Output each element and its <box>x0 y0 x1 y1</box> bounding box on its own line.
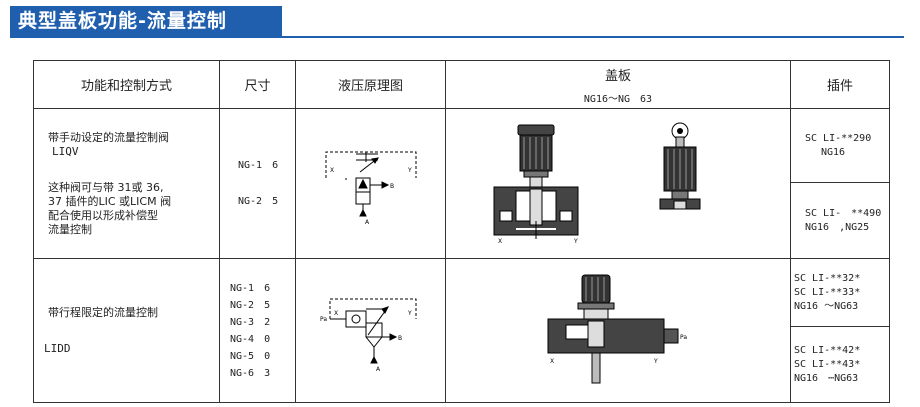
port-a-label: A <box>365 219 370 226</box>
table-header-row: 功能和控制方式 尺寸 液压原理图 盖板 NG16～NG 63 插件 <box>33 60 890 109</box>
port-x-label: X <box>330 167 334 174</box>
insert-line: NG16 ～NG63 <box>794 300 859 312</box>
port-b-label: B <box>398 335 402 342</box>
function-cell: 带行程限定的流量控制 LIDD <box>33 258 220 403</box>
port-y-label: Y <box>407 310 412 317</box>
insert-line: SC LI-**290 <box>805 132 872 144</box>
cover-port-y: Y <box>653 358 658 365</box>
port-a-label: A <box>376 366 381 373</box>
header-schematic: 液压原理图 <box>295 60 446 109</box>
header-insert: 插件 <box>790 60 890 109</box>
port-b-label: B <box>390 183 394 190</box>
size-item: NG-6 3 <box>230 367 271 379</box>
title-underline <box>10 36 904 38</box>
cover-plate-drawing-liqv: X Y <box>493 122 701 245</box>
size-item: NG-2 5 <box>238 195 279 207</box>
cover-port-pa: Pa <box>680 334 687 341</box>
cover-plate-drawing-lidd: X Y Pa <box>547 274 687 383</box>
size-item: NG-4 0 <box>230 333 271 345</box>
function-cell: 带手动设定的流量控制阀 LIQV 这种阀可与带 31或 36, 37 插件的LI… <box>33 108 220 259</box>
port-x-label: X <box>334 310 338 317</box>
insert-line: SC LI-**43* <box>794 358 861 370</box>
size-cell: NG-1 6 NG-2 5 NG-3 2 NG-4 0 NG-5 0 NG-6 … <box>219 258 296 403</box>
table-row: SC LI- **490 NG16 ,NG25 <box>34 182 890 259</box>
insert-cell: SC LI-**42* SC LI-**43* NG16 ⋯NG63 <box>790 326 890 403</box>
port-y-label: Y <box>407 167 412 174</box>
insert-line: SC LI-**33* <box>794 286 861 298</box>
size-item: NG-3 2 <box>230 316 271 328</box>
table-row: SC LI-**42* SC LI-**43* NG16 ⋯NG63 <box>34 326 890 403</box>
insert-line: NG16 ⋯NG63 <box>794 372 859 384</box>
function-note-line: 流量控制 <box>48 222 92 236</box>
function-code: LIDD <box>44 341 71 355</box>
hydraulic-schematic-liqv: X Y B A <box>325 151 416 226</box>
function-title: 带行程限定的流量控制 <box>48 305 158 319</box>
cover-section-left: X Y <box>493 124 579 245</box>
header-size: 尺寸 <box>219 60 296 109</box>
cover-port-y: Y <box>573 238 578 245</box>
size-cell: NG-1 6 NG-2 5 <box>219 108 296 259</box>
insert-line: SC LI-**32* <box>794 272 861 284</box>
table-row: 带手动设定的流量控制阀 LIQV 这种阀可与带 31或 36, 37 插件的LI… <box>33 108 890 259</box>
cover-section-right <box>659 122 701 209</box>
schematic-cell: X Y B A <box>295 108 446 259</box>
cover-port-x: X <box>498 238 502 245</box>
cover-drawing-cell: X Y Pa <box>445 258 791 403</box>
header-function: 功能和控制方式 <box>33 60 220 109</box>
insert-line: SC LI- **490 <box>805 207 882 219</box>
hydraulic-schematic-lidd: Pa X Y B A <box>320 298 416 373</box>
function-code: LIQV <box>52 144 79 158</box>
port-pa-label: Pa <box>320 316 327 323</box>
function-note-line: 37 插件的LIC 或LICM 阀 <box>48 194 172 208</box>
table-row: 带行程限定的流量控制 LIDD NG-1 6 NG-2 5 NG-3 2 NG-… <box>33 258 890 403</box>
function-note-line: 配合使用以形成补偿型 <box>48 208 158 222</box>
size-item: NG-5 0 <box>230 350 271 362</box>
size-item: NG-2 5 <box>230 299 271 311</box>
insert-cell: SC LI-**290 NG16 <box>790 108 890 183</box>
insert-line: NG16 <box>821 146 846 158</box>
schematic-cell: Pa X Y B A <box>295 258 446 403</box>
cover-drawing-cell: X Y <box>445 108 791 259</box>
cover-port-x: X <box>550 358 554 365</box>
header-cover: 盖板 NG16～NG 63 <box>445 60 791 109</box>
flow-control-table: 功能和控制方式 尺寸 液压原理图 盖板 NG16～NG 63 插件 带手动设定的… <box>33 60 890 403</box>
header-cover-range: NG16～NG 63 <box>583 93 653 105</box>
insert-cell: SC LI-**32* SC LI-**33* NG16 ～NG63 <box>790 258 890 327</box>
size-item: NG-1 6 <box>238 159 279 171</box>
insert-line: NG16 ,NG25 <box>805 221 870 233</box>
function-title: 带手动设定的流量控制阀 <box>48 130 169 144</box>
header-cover-label: 盖板 <box>604 68 631 84</box>
insert-cell: SC LI- **490 NG16 ,NG25 <box>790 182 890 259</box>
insert-line: SC LI-**42* <box>794 344 861 356</box>
page-title: 典型盖板功能-流量控制 <box>10 6 282 36</box>
size-item: NG-1 6 <box>230 282 271 294</box>
function-note-line: 这种阀可与带 31或 36, <box>48 180 164 194</box>
